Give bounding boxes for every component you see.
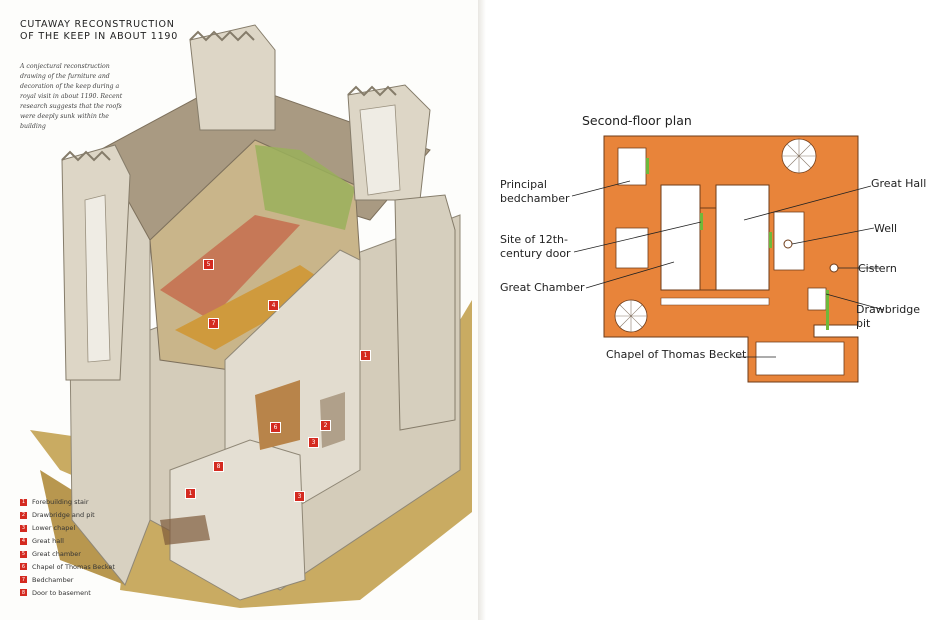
legend-label: Great chamber <box>32 550 81 558</box>
leader-principal-bedchamber <box>571 180 631 197</box>
legend-label: Lower chapel <box>32 524 76 533</box>
cutaway-title: CUTAWAY RECONSTRUCTION OF THE KEEP IN AB… <box>20 19 210 43</box>
label-line: pit <box>856 317 871 330</box>
leader-well <box>791 227 875 245</box>
legend-number: 1 <box>20 498 27 506</box>
green-painted-wall <box>255 145 355 230</box>
marker-3-upper: 3 <box>308 437 319 448</box>
southeast-tower <box>394 194 456 431</box>
stair-treads <box>615 300 647 332</box>
label-well: Well <box>874 222 898 235</box>
forebuilding-stair <box>320 392 345 448</box>
marker-2: 2 <box>320 420 331 431</box>
legend-item: 6 Chapel of Thomas Becket <box>20 560 115 573</box>
legend-item: 5 Great chamber <box>20 548 115 561</box>
marker-1-lower: 1 <box>185 488 196 499</box>
leader-site-of-door <box>573 221 702 253</box>
legend-item: 7 Bedchamber <box>20 573 115 586</box>
door-mark <box>826 290 829 330</box>
west-room <box>615 227 649 269</box>
legend-number: 8 <box>20 589 27 597</box>
leader-great-chamber <box>585 261 675 289</box>
legend-label: Door to basement <box>32 588 91 597</box>
door-mark <box>646 158 649 174</box>
label-drawbridge-pit: Drawbridge pit <box>856 303 920 331</box>
legend-item: 4 Great hall <box>20 535 115 548</box>
marker-8: 8 <box>213 461 224 472</box>
battlements-west <box>61 150 111 162</box>
legend-label: Forebuilding stair <box>32 498 89 507</box>
spine-wall <box>699 207 717 291</box>
marker-6: 6 <box>270 422 281 433</box>
chapel-room <box>755 341 845 376</box>
legend-number: 4 <box>20 537 27 545</box>
battlements-north <box>189 30 255 42</box>
cistern-shaft <box>829 263 839 273</box>
principal-bedchamber-room <box>617 147 647 186</box>
cutaway-caption: A conjectural reconstruction drawing of … <box>20 63 123 130</box>
marker-5: 5 <box>203 259 214 270</box>
label-principal-bedchamber: Principal bedchamber <box>500 178 569 206</box>
label-chapel-of-thomas-becket: Chapel of Thomas Becket <box>606 348 747 361</box>
plan-title: Second-floor plan <box>582 113 692 128</box>
procession-figures <box>160 515 210 545</box>
label-line: Drawbridge <box>856 303 921 316</box>
page-gutter <box>478 0 486 620</box>
floor-plan-page: Second-floor plan <box>486 0 940 620</box>
legend-number: 7 <box>20 576 27 584</box>
great-chamber-wall-paintings <box>160 215 300 320</box>
label-line: bedchamber <box>500 192 570 205</box>
great-chamber-room <box>660 184 701 291</box>
great-hall-room <box>715 184 770 291</box>
spiral-stair-west <box>84 194 111 363</box>
label-line: Principal <box>500 178 547 191</box>
north-tower <box>189 24 276 131</box>
label-great-hall: Great Hall <box>871 177 927 190</box>
drawbridge-pit-room <box>807 287 827 311</box>
legend-item: 1 Forebuilding stair <box>20 496 115 509</box>
site-of-12th-century-door <box>700 213 703 230</box>
leader-great-hall <box>743 185 872 221</box>
legend-item: 3 Lower chapel <box>20 522 115 535</box>
legend-number: 5 <box>20 550 27 558</box>
legend-label: Chapel of Thomas Becket <box>32 562 115 571</box>
label-cistern: Cistern <box>858 262 897 275</box>
label-great-chamber: Great Chamber <box>500 281 585 294</box>
title-line-1: CUTAWAY RECONSTRUCTION <box>20 19 175 30</box>
keep-cutaway-illustration <box>30 24 472 608</box>
marker-3-lower: 3 <box>294 491 305 502</box>
label-line: Site of 12th- <box>500 233 568 246</box>
legend-number: 3 <box>20 524 27 532</box>
battlements-east <box>347 85 397 97</box>
label-line: century door <box>500 247 571 260</box>
south-passage <box>660 297 770 306</box>
legend-number: 6 <box>20 563 27 571</box>
legend-label: Bedchamber <box>32 575 74 584</box>
second-floor-plan <box>571 135 885 383</box>
marker-4: 4 <box>268 300 279 311</box>
leader-drawbridge-pit <box>825 293 885 311</box>
marker-1-upper: 1 <box>360 350 371 361</box>
legend-number: 2 <box>20 511 27 519</box>
legend-label: Great hall <box>32 537 64 546</box>
chapel-interior <box>255 380 300 450</box>
legend-item: 8 Door to basement <box>20 586 115 599</box>
cutaway-page: CUTAWAY RECONSTRUCTION OF THE KEEP IN AB… <box>20 19 472 608</box>
stair-treads <box>782 139 816 173</box>
door-mark <box>769 232 772 248</box>
marker-7: 7 <box>208 318 219 329</box>
title-line-2: OF THE KEEP IN ABOUT 1190 <box>20 31 179 42</box>
spiral-stair-east <box>359 104 401 196</box>
forebuilding <box>169 439 306 601</box>
legend-item: 2 Drawbridge and pit <box>20 509 115 522</box>
well-shaft <box>783 239 793 249</box>
label-site-of-12th-century-door: Site of 12th- century door <box>500 233 571 261</box>
legend-label: Drawbridge and pit <box>32 511 95 520</box>
